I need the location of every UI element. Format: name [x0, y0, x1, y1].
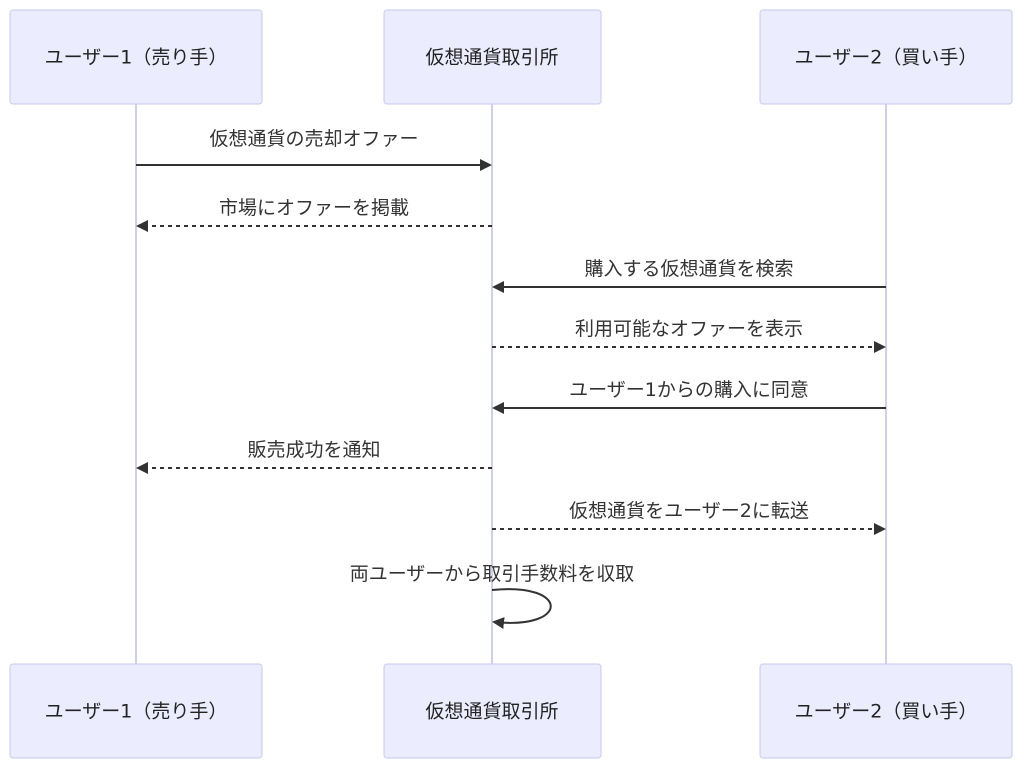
message-8-arrow — [491, 588, 552, 630]
message-1-label: 仮想通貨の売却オファー — [209, 128, 418, 150]
actor-buyer-top-label: ユーザー2（買い手） — [795, 47, 978, 69]
message-6-label: 販売成功を通知 — [247, 439, 380, 461]
message-2-label: 市場にオファーを掲載 — [219, 197, 409, 219]
actor-seller-bottom: ユーザー1（売り手） — [9, 663, 263, 759]
message-6: 販売成功を通知 — [136, 439, 492, 474]
actor-seller-top: ユーザー1（売り手） — [9, 9, 263, 105]
actor-seller-bottom-label: ユーザー1（売り手） — [45, 701, 228, 723]
actor-seller-top-label: ユーザー1（売り手） — [45, 47, 228, 69]
message-7: 仮想通貨をユーザー2に転送 — [492, 500, 886, 535]
actor-exchange-bottom: 仮想通貨取引所 — [383, 663, 602, 759]
message-3: 購入する仮想通貨を検索 — [492, 258, 886, 293]
message-3-label: 購入する仮想通貨を検索 — [584, 258, 793, 280]
message-4: 利用可能なオファーを表示 — [492, 318, 886, 353]
message-8-label: 両ユーザーから取引手数料を収取 — [350, 563, 635, 585]
message-5: ユーザー1からの購入に同意 — [492, 379, 886, 414]
actor-buyer-top: ユーザー2（買い手） — [759, 9, 1013, 105]
message-7-label: 仮想通貨をユーザー2に転送 — [569, 500, 809, 522]
actor-exchange-top: 仮想通貨取引所 — [383, 9, 602, 105]
message-4-label: 利用可能なオファーを表示 — [575, 318, 803, 340]
actor-buyer-bottom-label: ユーザー2（買い手） — [795, 701, 978, 723]
actor-buyer-bottom: ユーザー2（買い手） — [759, 663, 1013, 759]
actor-exchange-top-label: 仮想通貨取引所 — [425, 47, 558, 69]
message-5-label: ユーザー1からの購入に同意 — [569, 379, 809, 401]
message-1: 仮想通貨の売却オファー — [136, 128, 492, 171]
actor-exchange-bottom-label: 仮想通貨取引所 — [425, 701, 558, 723]
message-8: 両ユーザーから取引手数料を収取 — [350, 563, 635, 630]
message-2: 市場にオファーを掲載 — [136, 197, 492, 232]
